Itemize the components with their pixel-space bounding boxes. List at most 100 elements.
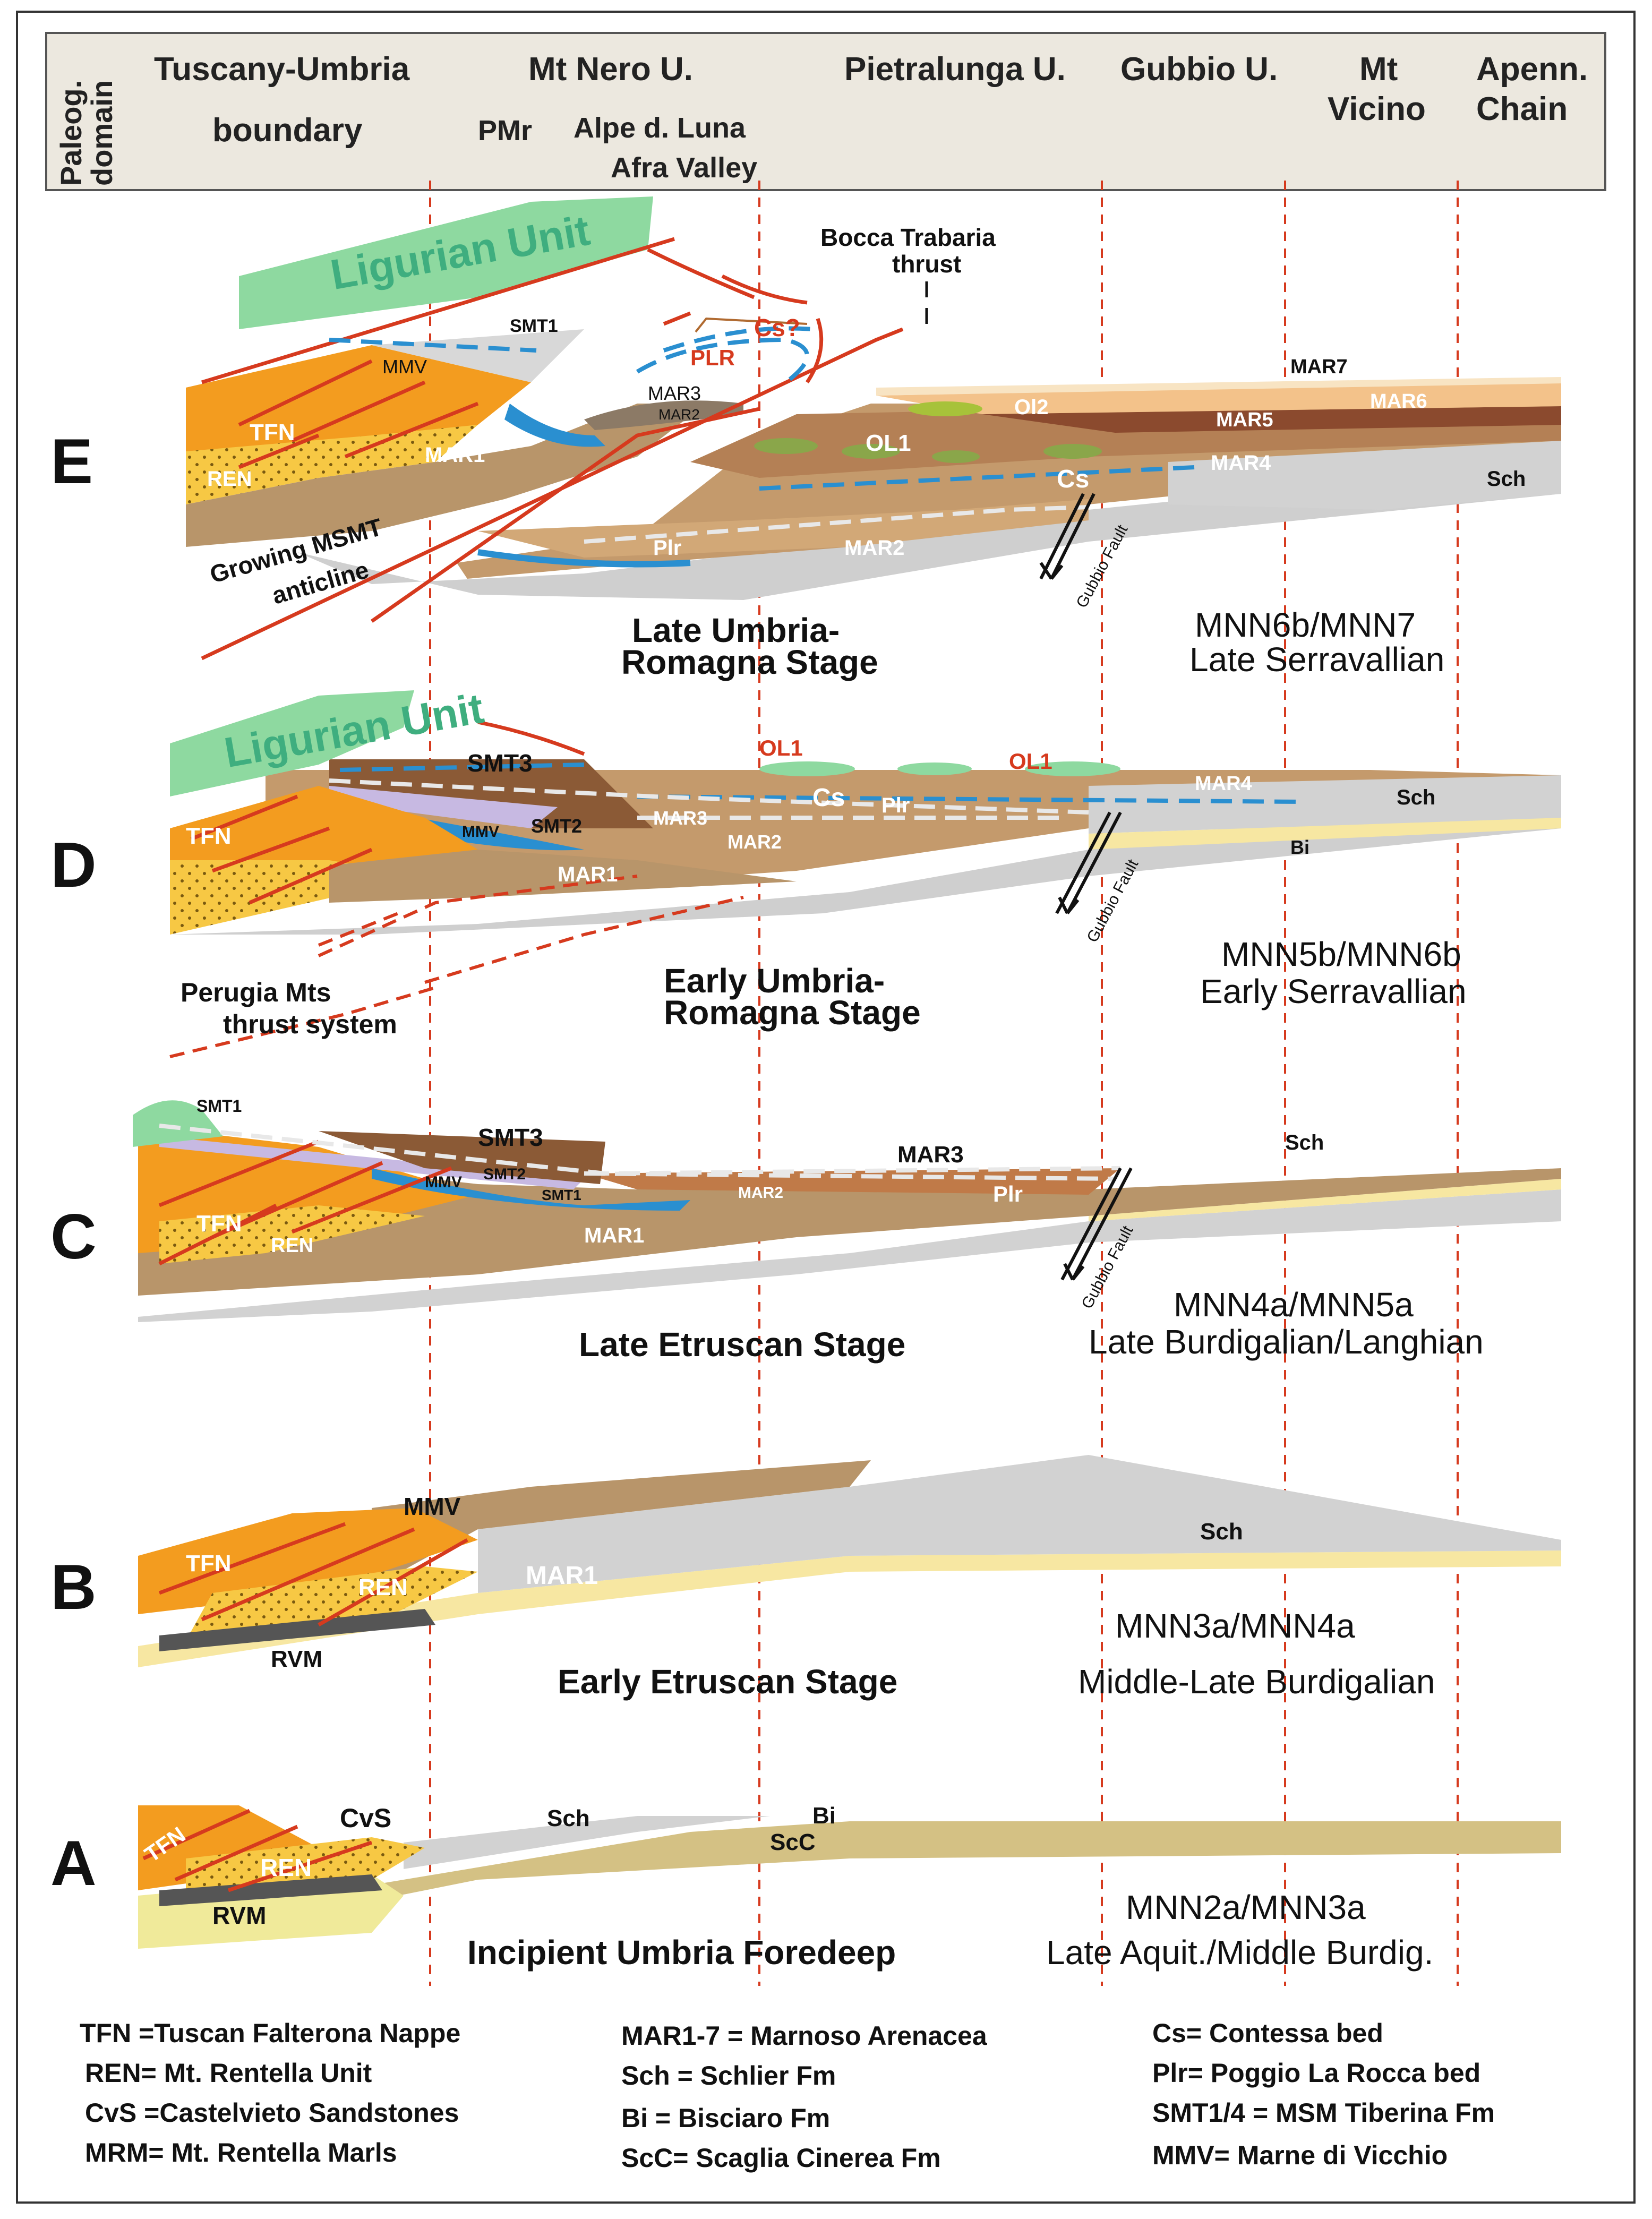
figure-frame <box>16 11 1636 2204</box>
stage-e-mmv-grey <box>372 329 584 382</box>
stage-d-ol1-label-b: OL1 <box>1009 749 1052 774</box>
stage-a-cvs-label: CvS <box>340 1803 392 1833</box>
stage-a-rvm-label: RVM <box>212 1901 267 1929</box>
stage-d-letter: D <box>50 829 97 901</box>
stage-c-smt3-brown <box>319 1131 605 1184</box>
header-vicino: Vicino <box>1328 91 1426 127</box>
stage-d-blue-dashes <box>339 762 1302 804</box>
stage-e-ol1-label: OL1 <box>866 430 911 456</box>
header-apenn: Apenn. <box>1476 51 1588 88</box>
stage-e-ligurian-body <box>239 196 653 329</box>
header-chain: Chain <box>1476 91 1568 127</box>
stage-a-ren-label: REN <box>260 1854 312 1881</box>
stage-b-yellow-base <box>138 1550 1561 1667</box>
stage-d-mar1-label: MAR1 <box>558 863 618 886</box>
stage-d-smt3-brown <box>329 759 653 828</box>
stage-c-letter: C <box>50 1201 97 1272</box>
stage-e-sch-grey <box>1168 441 1561 510</box>
legend-scc: ScC= Scaglia Cinerea Fm <box>621 2143 941 2173</box>
stage-d-name-1: Early Umbria- <box>664 962 885 1000</box>
stage-e-ol1-blob-1 <box>754 438 818 454</box>
stage-e-ol2-blob <box>908 401 982 416</box>
stage-d-thrust-lines <box>190 720 585 905</box>
stage-d-name-2: Romagna Stage <box>664 993 921 1032</box>
stage-d-perugia-label-2: thrust system <box>223 1009 397 1039</box>
stage-e-sch-label: Sch <box>1487 467 1526 491</box>
stage-c-green-cap <box>133 1100 223 1147</box>
stage-d-sch-grey <box>1089 775 1561 834</box>
stage-a-section <box>138 1805 1561 1949</box>
stage-e-mar4-label: MAR4 <box>1211 451 1271 475</box>
stage-a-grey <box>404 1816 770 1869</box>
stage-d-plr-label: Plr <box>881 794 910 817</box>
legend-cvs: CvS =Castelvieto Sandstones <box>85 2098 459 2128</box>
stage-b-ren-label: REN <box>358 1574 408 1600</box>
stage-a-tfn <box>138 1805 319 1890</box>
stage-d-section <box>169 690 1561 1058</box>
stage-b-sch-label: Sch <box>1200 1519 1243 1545</box>
stage-c-white-dashes <box>159 1124 1121 1181</box>
stage-c-mar1-label: MAR1 <box>584 1224 645 1247</box>
stage-e-smt1-label: SMT1 <box>510 316 558 336</box>
stage-d-bi-yellow <box>1089 818 1561 850</box>
stage-e-bocca-label-1: Bocca Trabaria <box>820 224 996 251</box>
header-pietralunga: Pietralunga U. <box>844 51 1066 88</box>
stage-c-mmv-label: MMV <box>425 1173 462 1191</box>
stage-a-age-2: Late Aquit./Middle Burdig. <box>1046 1933 1434 1972</box>
stage-e-mar3-label: MAR3 <box>648 382 701 404</box>
stage-d-tfn-label: TFN <box>186 823 232 849</box>
stage-a-age-1: MNN2a/MNN3a <box>1126 1888 1366 1926</box>
stage-b-age-1: MNN3a/MNN4a <box>1115 1607 1355 1645</box>
stage-e-mar1-label-b: MAR1 <box>595 489 655 512</box>
legend-tfn: TFN =Tuscan Falterona Nappe <box>80 2018 461 2048</box>
stage-e-name-2: Romagna Stage <box>621 643 878 681</box>
stage-e-mmv-label: MMV <box>382 356 427 378</box>
header-gubbio: Gubbio U. <box>1120 51 1278 88</box>
stage-b-mar1-label: MAR1 <box>526 1562 598 1590</box>
stage-c-thrust-lines <box>158 1140 452 1266</box>
stage-d-ol1-blob-2 <box>897 762 972 775</box>
stage-e-ol1-blob-3 <box>932 450 980 463</box>
stage-e-section <box>186 196 1561 661</box>
stage-e-gubbio-fault <box>1039 493 1095 580</box>
legend-mrm: MRM= Mt. Rentella Marls <box>85 2138 397 2167</box>
stage-c-age-1: MNN4a/MNN5a <box>1174 1286 1414 1324</box>
header-pmr: PMr <box>478 115 533 147</box>
stage-e-cs-label: Cs <box>1057 465 1090 493</box>
legend-mmv: MMV= Marne di Vicchio <box>1152 2140 1448 2170</box>
stage-c-sch-label: Sch <box>1285 1131 1324 1154</box>
stage-c-age-2: Late Burdigalian/Langhian <box>1089 1323 1484 1361</box>
stage-e-name-1: Late Umbria- <box>632 611 840 649</box>
stage-d-mar3-label: MAR3 <box>653 807 708 829</box>
stage-d-white-dashes <box>329 778 1089 820</box>
stage-a-sch-label: Sch <box>547 1805 590 1831</box>
stage-e-smt1-blue <box>504 404 605 447</box>
stage-e-age-1: MNN6b/MNN7 <box>1195 606 1416 644</box>
stage-a-scc-band <box>372 1821 1561 1901</box>
stage-c-smt2-label: SMT2 <box>483 1166 526 1183</box>
stage-b-mar1 <box>372 1460 871 1588</box>
stage-c-smt1-label: SMT1 <box>542 1187 581 1203</box>
legend-sch: Sch = Schlier Fm <box>621 2061 836 2091</box>
header-tuscany-umbria: Tuscany-Umbria <box>154 51 410 88</box>
stage-d-ol1-label-a: OL1 <box>759 735 803 760</box>
legend-cs: Cs= Contessa bed <box>1152 2018 1383 2048</box>
stage-a-thrust-lines <box>142 1809 373 1892</box>
stage-e-mar2-label: MAR2 <box>844 536 905 560</box>
stage-b-tfn-label: TFN <box>186 1550 232 1577</box>
stage-c-name-1: Late Etruscan Stage <box>579 1325 906 1364</box>
stage-b-section <box>138 1455 1561 1667</box>
stage-d-sch-label: Sch <box>1397 786 1436 809</box>
stage-d-cs-label: Cs <box>812 784 845 812</box>
stage-e-letter: E <box>50 426 93 497</box>
column-guides <box>429 181 1459 1986</box>
header-band <box>45 32 1606 191</box>
stage-e-ren-wedge <box>186 425 478 504</box>
legend-smt: SMT1/4 = MSM Tiberina Fm <box>1152 2098 1495 2128</box>
header-mt: Mt <box>1359 51 1398 88</box>
stage-c-grey-base <box>138 1189 1561 1322</box>
stage-d-perugia-thrusts <box>169 875 744 1058</box>
stage-a-name-1: Incipient Umbria Foredeep <box>467 1933 896 1972</box>
stage-e-age-2: Late Serravallian <box>1189 640 1445 679</box>
